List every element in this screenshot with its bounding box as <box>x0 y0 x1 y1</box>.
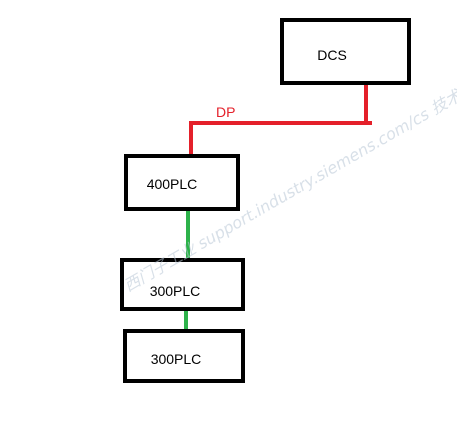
dp-link-label: DP <box>216 104 235 120</box>
dp-link-line <box>189 84 368 158</box>
plc300-upper-node: 300PLC <box>120 258 245 311</box>
plc300-lower-box <box>123 329 245 383</box>
dcs-box <box>280 18 411 85</box>
plc300-upper-label: 300PLC <box>150 283 201 299</box>
plc400-label: 400PLC <box>147 176 198 192</box>
plc300-lower-label: 300PLC <box>151 351 202 367</box>
plc300-lower-node: 300PLC <box>123 329 245 383</box>
dcs-node: DCS <box>280 18 411 85</box>
plc300-upper-box <box>120 258 245 311</box>
plc400-node: 400PLC <box>124 154 240 211</box>
plc400-box <box>124 154 240 211</box>
dcs-label: DCS <box>317 47 347 63</box>
